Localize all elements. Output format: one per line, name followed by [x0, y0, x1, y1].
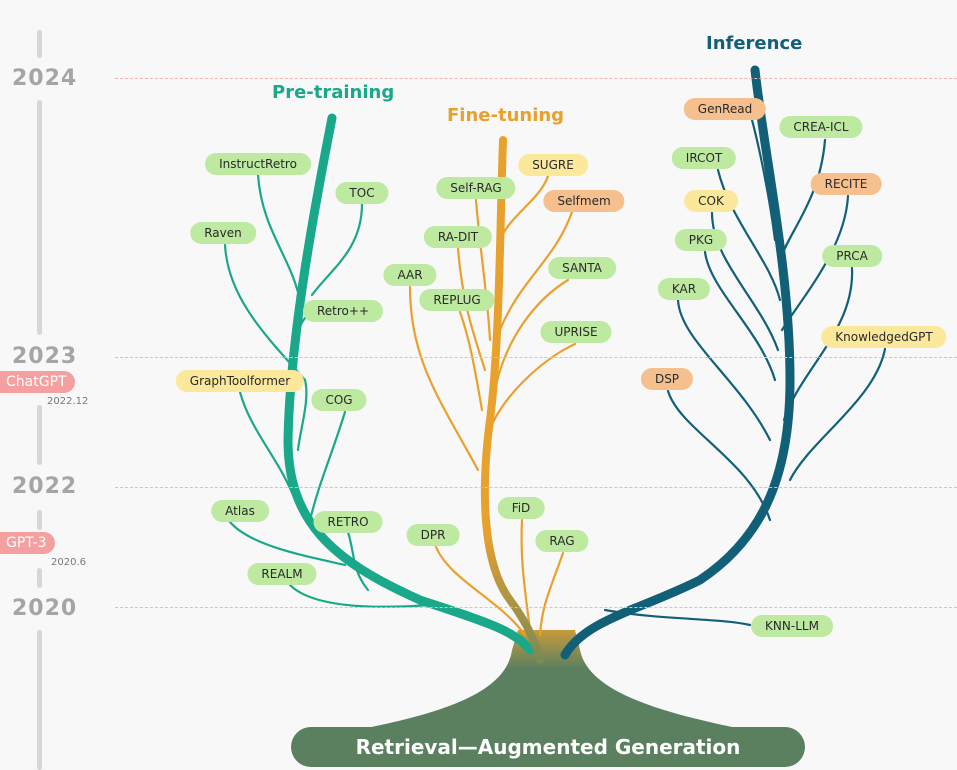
node-graphtoolformer: GraphToolformer [175, 370, 305, 392]
root-label: Retrieval—Augmented Generation [291, 727, 805, 767]
year-label-2023: 2023 [12, 344, 78, 369]
year-label-2020: 2020 [12, 596, 78, 621]
node-replug: REPLUG [419, 289, 495, 311]
node-retro-plus-plus: Retro++ [302, 300, 384, 322]
node-toc: TOC [335, 182, 389, 204]
node-ircot: IRCOT [671, 147, 737, 169]
node-fid: FiD [497, 497, 545, 519]
node-santa: SANTA [548, 257, 616, 279]
year-gridline [115, 487, 957, 488]
node-uprise: UPRISE [540, 321, 612, 343]
timeline-segment [37, 405, 42, 465]
node-cog: COG [311, 389, 367, 411]
timeline-segment [37, 510, 42, 530]
node-rag: RAG [535, 530, 589, 552]
year-gridline [115, 607, 957, 608]
node-recite: RECITE [810, 173, 882, 195]
year-gridline [115, 78, 957, 79]
phase-title-pretraining: Pre-training [272, 82, 395, 103]
timeline-segment [37, 630, 42, 770]
node-raven: Raven [190, 222, 256, 244]
node-instructretro: InstructRetro [205, 153, 311, 175]
node-cok: COK [684, 190, 738, 212]
node-kar: KAR [657, 278, 711, 300]
node-atlas: Atlas [211, 500, 269, 522]
node-realm: REALM [247, 563, 317, 585]
node-genread: GenRead [683, 98, 767, 120]
node-dpr: DPR [406, 524, 460, 546]
node-knowledgedgpt: KnowledgedGPT [821, 326, 947, 348]
node-self-rag: Self-RAG [436, 177, 516, 199]
trunk [300, 630, 800, 740]
node-retro: RETRO [313, 511, 383, 533]
finetuning-stem [480, 136, 544, 664]
inference-stem [560, 65, 795, 660]
pretraining-stem [283, 113, 535, 655]
node-prca: PRCA [822, 245, 882, 267]
milestone-chatgpt-date: 2022.12 [47, 396, 89, 407]
node-pkg: PKG [674, 229, 728, 251]
milestone-gpt3-date: 2020.6 [51, 557, 86, 568]
node-aar: AAR [383, 264, 437, 286]
node-ra-dit: RA-DIT [423, 226, 493, 248]
timeline-segment [37, 568, 42, 588]
timeline-segment [37, 30, 42, 58]
milestone-gpt3: GPT-3 [0, 532, 55, 554]
phase-title-inference: Inference [706, 33, 803, 54]
year-gridline [115, 357, 957, 358]
milestone-chatgpt: ChatGPT [0, 371, 75, 393]
phase-title-finetuning: Fine-tuning [447, 105, 565, 126]
node-sugre: SUGRE [518, 154, 588, 176]
node-dsp: DSP [640, 368, 694, 390]
node-knn-llm: KNN-LLM [751, 615, 833, 637]
node-crea-icl: CREA-ICL [779, 116, 863, 138]
timeline-segment [37, 100, 42, 335]
year-label-2022: 2022 [12, 474, 78, 499]
year-label-2024: 2024 [12, 66, 78, 91]
node-selfmem: Selfmem [543, 190, 625, 212]
